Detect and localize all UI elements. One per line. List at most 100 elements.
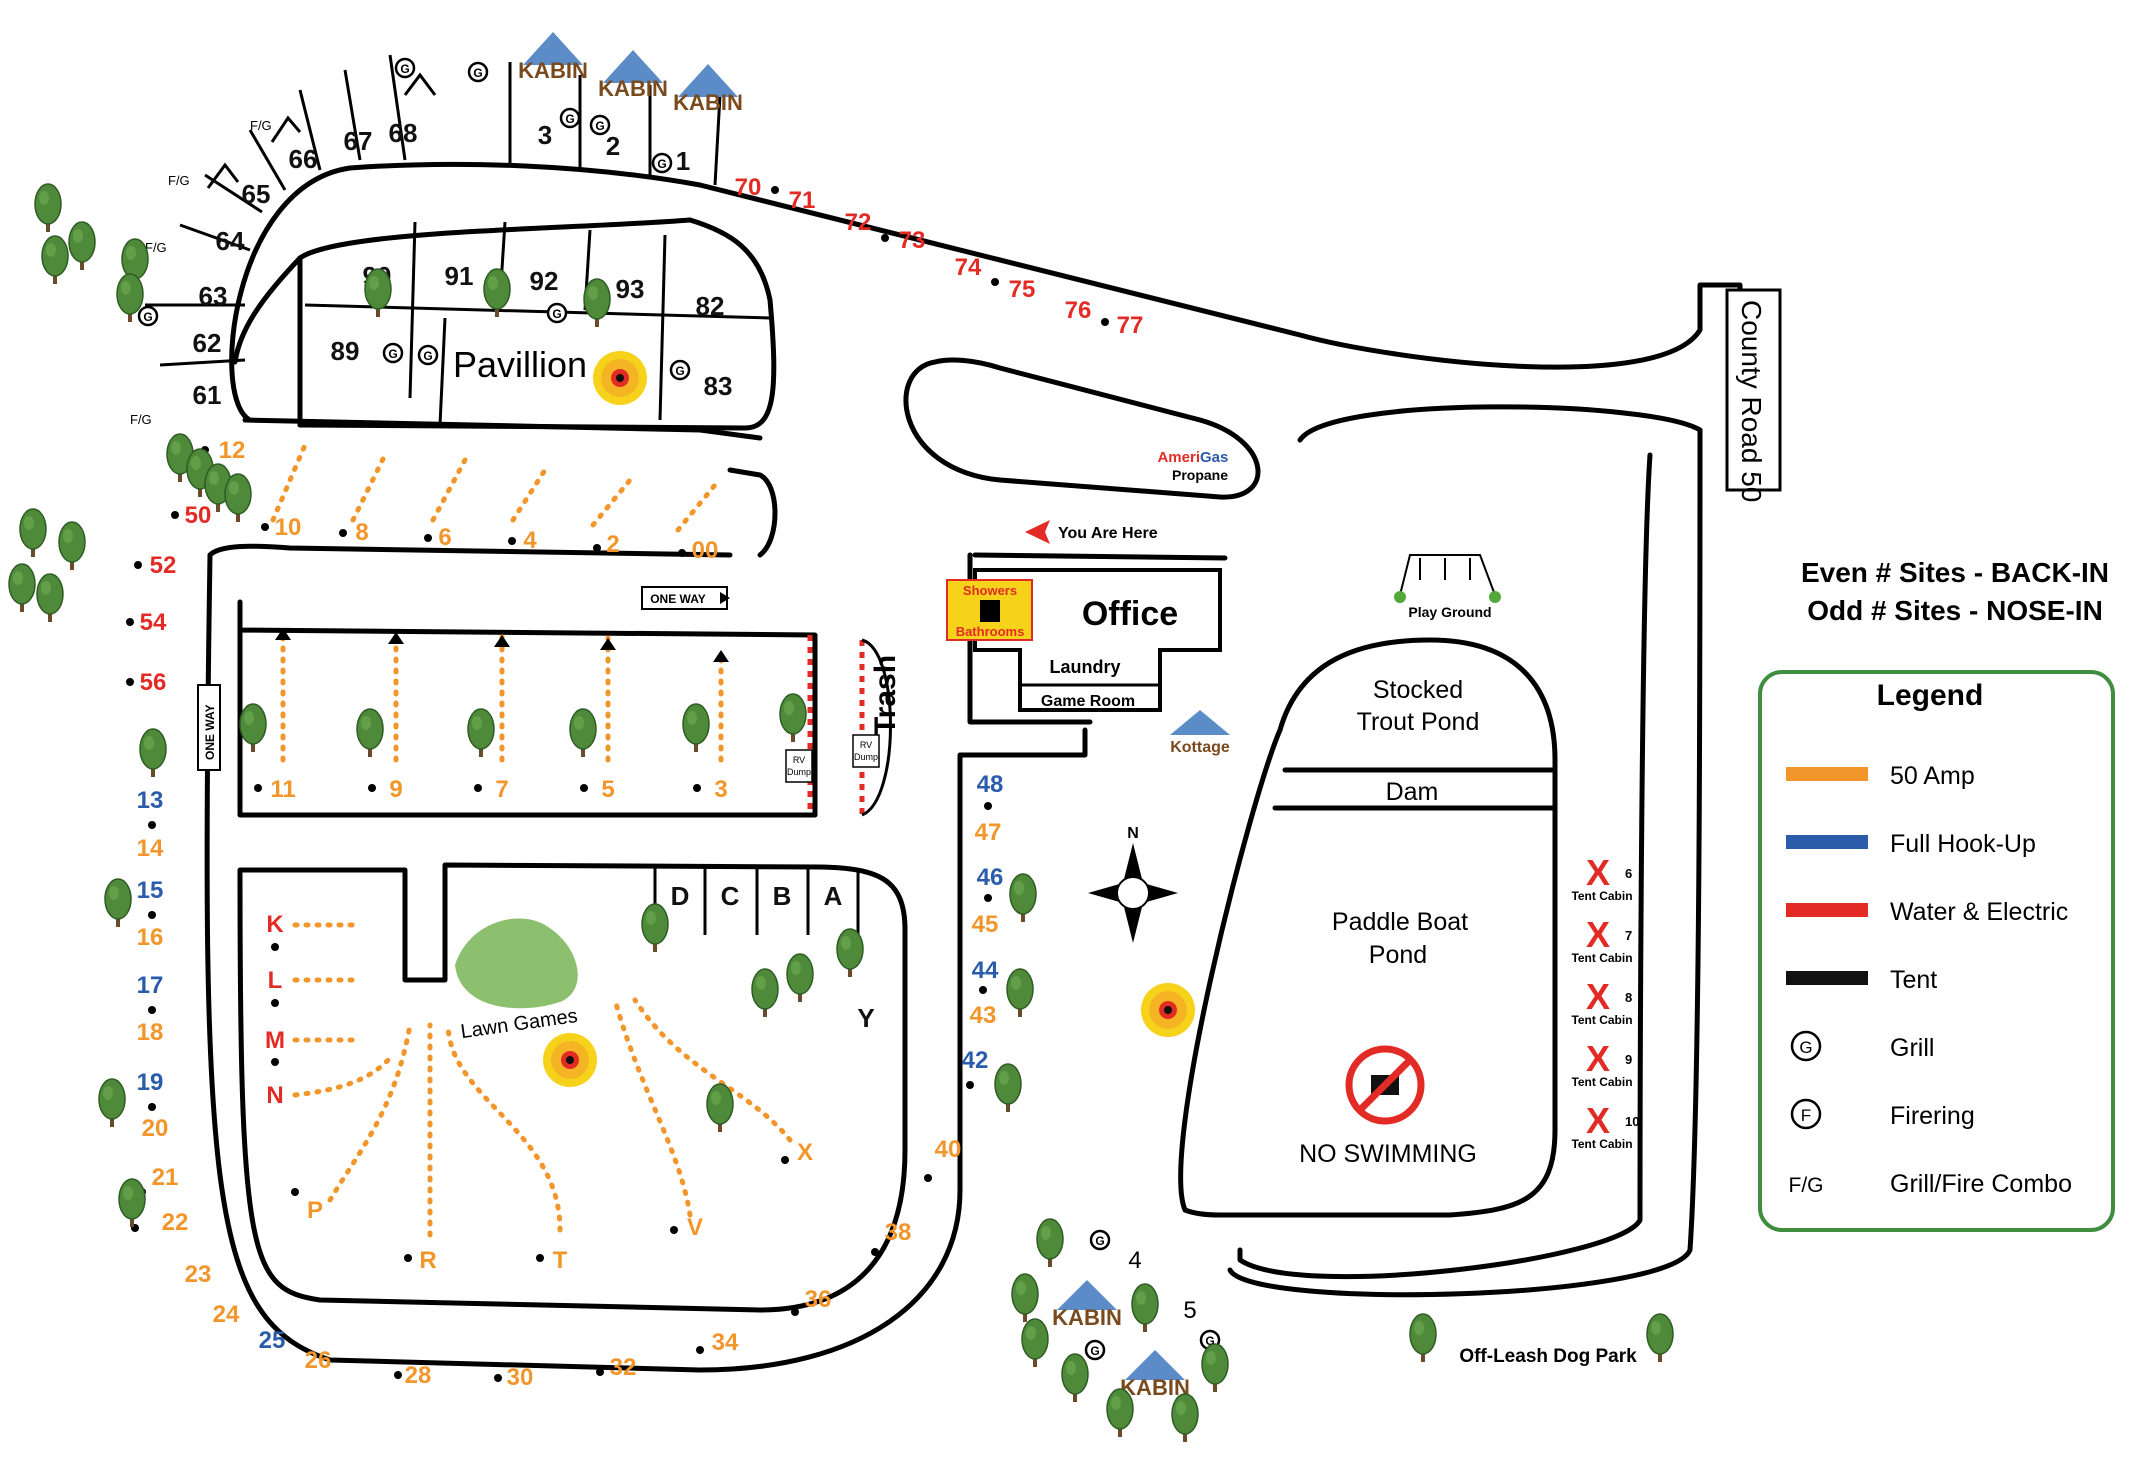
site-40[interactable]: 40 <box>935 1136 962 1163</box>
site-kabin-4[interactable]: 4 <box>1128 1247 1141 1274</box>
site-V[interactable]: V <box>687 1214 703 1241</box>
kottage-sign: Kottage <box>1170 710 1230 756</box>
site-20[interactable]: 20 <box>142 1115 169 1142</box>
tent-sites-top: 68 67 66 65 64 63 62 61 3 2 1 F/G F/G F/… <box>130 54 722 427</box>
site-10[interactable]: 10 <box>275 514 302 541</box>
site-32[interactable]: 32 <box>610 1354 637 1381</box>
left-column-sites: 13 15 17 19 25 14 16 18 20 21 22 23 24 2… <box>131 787 961 1391</box>
site-R[interactable]: R <box>419 1247 436 1274</box>
site-45[interactable]: 45 <box>972 911 999 938</box>
tent-cabin-9[interactable]: 9 <box>1625 1052 1632 1067</box>
site-50[interactable]: 50 <box>185 502 212 529</box>
site-3[interactable]: 3 <box>538 120 552 150</box>
site-00[interactable]: 00 <box>692 537 719 564</box>
site-73[interactable]: 73 <box>899 227 926 254</box>
site-5[interactable]: 5 <box>601 776 614 803</box>
site-12[interactable]: 12 <box>219 437 246 464</box>
site-25[interactable]: 25 <box>259 1327 286 1354</box>
site-3-pull[interactable]: 3 <box>714 776 727 803</box>
site-62[interactable]: 62 <box>193 328 222 358</box>
site-M[interactable]: M <box>265 1027 285 1054</box>
site-19[interactable]: 19 <box>137 1069 164 1096</box>
site-14[interactable]: 14 <box>137 835 164 862</box>
site-16[interactable]: 16 <box>137 924 164 951</box>
site-38[interactable]: 38 <box>885 1219 912 1246</box>
tent-cabin-10[interactable]: 10 <box>1625 1114 1639 1129</box>
site-A[interactable]: A <box>824 881 843 911</box>
site-7[interactable]: 7 <box>495 776 508 803</box>
svg-text:Bathrooms: Bathrooms <box>956 624 1025 639</box>
site-26[interactable]: 26 <box>305 1347 332 1374</box>
site-15[interactable]: 15 <box>137 877 164 904</box>
site-70[interactable]: 70 <box>735 174 762 201</box>
site-21[interactable]: 21 <box>152 1164 179 1191</box>
site-C[interactable]: C <box>721 881 740 911</box>
site-13[interactable]: 13 <box>137 787 164 814</box>
site-24[interactable]: 24 <box>213 1301 240 1328</box>
site-56[interactable]: 56 <box>140 669 167 696</box>
site-47[interactable]: 47 <box>975 819 1002 846</box>
site-63[interactable]: 63 <box>199 281 228 311</box>
site-66[interactable]: 66 <box>289 144 318 174</box>
site-61[interactable]: 61 <box>193 380 222 410</box>
rv-dump-sign: RV Dump <box>785 749 813 783</box>
site-72[interactable]: 72 <box>845 209 872 236</box>
site-23[interactable]: 23 <box>185 1261 212 1288</box>
firering-icon <box>1089 1229 1111 1251</box>
site-11[interactable]: 11 <box>270 776 295 803</box>
site-76[interactable]: 76 <box>1065 297 1092 324</box>
tent-cabin-6[interactable]: 6 <box>1625 866 1632 881</box>
site-22[interactable]: 22 <box>162 1209 189 1236</box>
site-9[interactable]: 9 <box>389 776 402 803</box>
site-43[interactable]: 43 <box>970 1002 997 1029</box>
site-44[interactable]: 44 <box>972 957 999 984</box>
north-label: N <box>1127 825 1139 842</box>
site-17[interactable]: 17 <box>137 972 164 999</box>
site-B[interactable]: B <box>773 881 792 911</box>
site-93[interactable]: 93 <box>616 274 645 304</box>
site-82[interactable]: 82 <box>696 291 725 321</box>
site-91[interactable]: 91 <box>445 261 474 291</box>
site-4[interactable]: 4 <box>523 527 537 554</box>
site-89[interactable]: 89 <box>331 336 360 366</box>
site-30[interactable]: 30 <box>507 1364 534 1391</box>
site-8[interactable]: 8 <box>355 519 368 546</box>
site-36[interactable]: 36 <box>805 1286 832 1313</box>
site-67[interactable]: 67 <box>344 126 373 156</box>
tent-cabin-8[interactable]: 8 <box>1625 990 1632 1005</box>
site-42[interactable]: 42 <box>962 1047 989 1074</box>
site-64[interactable]: 64 <box>216 226 245 256</box>
site-L[interactable]: L <box>268 967 283 994</box>
site-X[interactable]: X <box>797 1139 813 1166</box>
site-K[interactable]: K <box>266 911 284 938</box>
site-28[interactable]: 28 <box>405 1362 432 1389</box>
site-34[interactable]: 34 <box>712 1329 739 1356</box>
site-65[interactable]: 65 <box>242 179 271 209</box>
site-2[interactable]: 2 <box>606 131 620 161</box>
fg-label: F/G <box>130 412 152 427</box>
site-kabin-5[interactable]: 5 <box>1183 1297 1196 1324</box>
site-46[interactable]: 46 <box>977 864 1004 891</box>
site-92[interactable]: 92 <box>530 266 559 296</box>
site-75[interactable]: 75 <box>1009 276 1036 303</box>
site-18[interactable]: 18 <box>137 1019 164 1046</box>
site-52[interactable]: 52 <box>150 552 177 579</box>
site-1[interactable]: 1 <box>676 146 690 176</box>
site-77[interactable]: 77 <box>1117 312 1144 339</box>
site-48[interactable]: 48 <box>977 771 1004 798</box>
site-T[interactable]: T <box>553 1247 568 1274</box>
site-Y[interactable]: Y <box>857 1003 874 1033</box>
site-83[interactable]: 83 <box>704 371 733 401</box>
site-2-pull[interactable]: 2 <box>606 531 619 558</box>
legend-title: Legend <box>1877 679 1984 712</box>
site-D[interactable]: D <box>671 881 690 911</box>
tent-cabin-7[interactable]: 7 <box>1625 928 1632 943</box>
site-71[interactable]: 71 <box>789 187 816 214</box>
site-74[interactable]: 74 <box>955 254 982 281</box>
site-P[interactable]: P <box>307 1197 323 1224</box>
site-N[interactable]: N <box>266 1082 283 1109</box>
site-54[interactable]: 54 <box>140 609 167 636</box>
site-6[interactable]: 6 <box>438 524 451 551</box>
site-68[interactable]: 68 <box>389 118 418 148</box>
fg-label: F/G <box>145 240 167 255</box>
